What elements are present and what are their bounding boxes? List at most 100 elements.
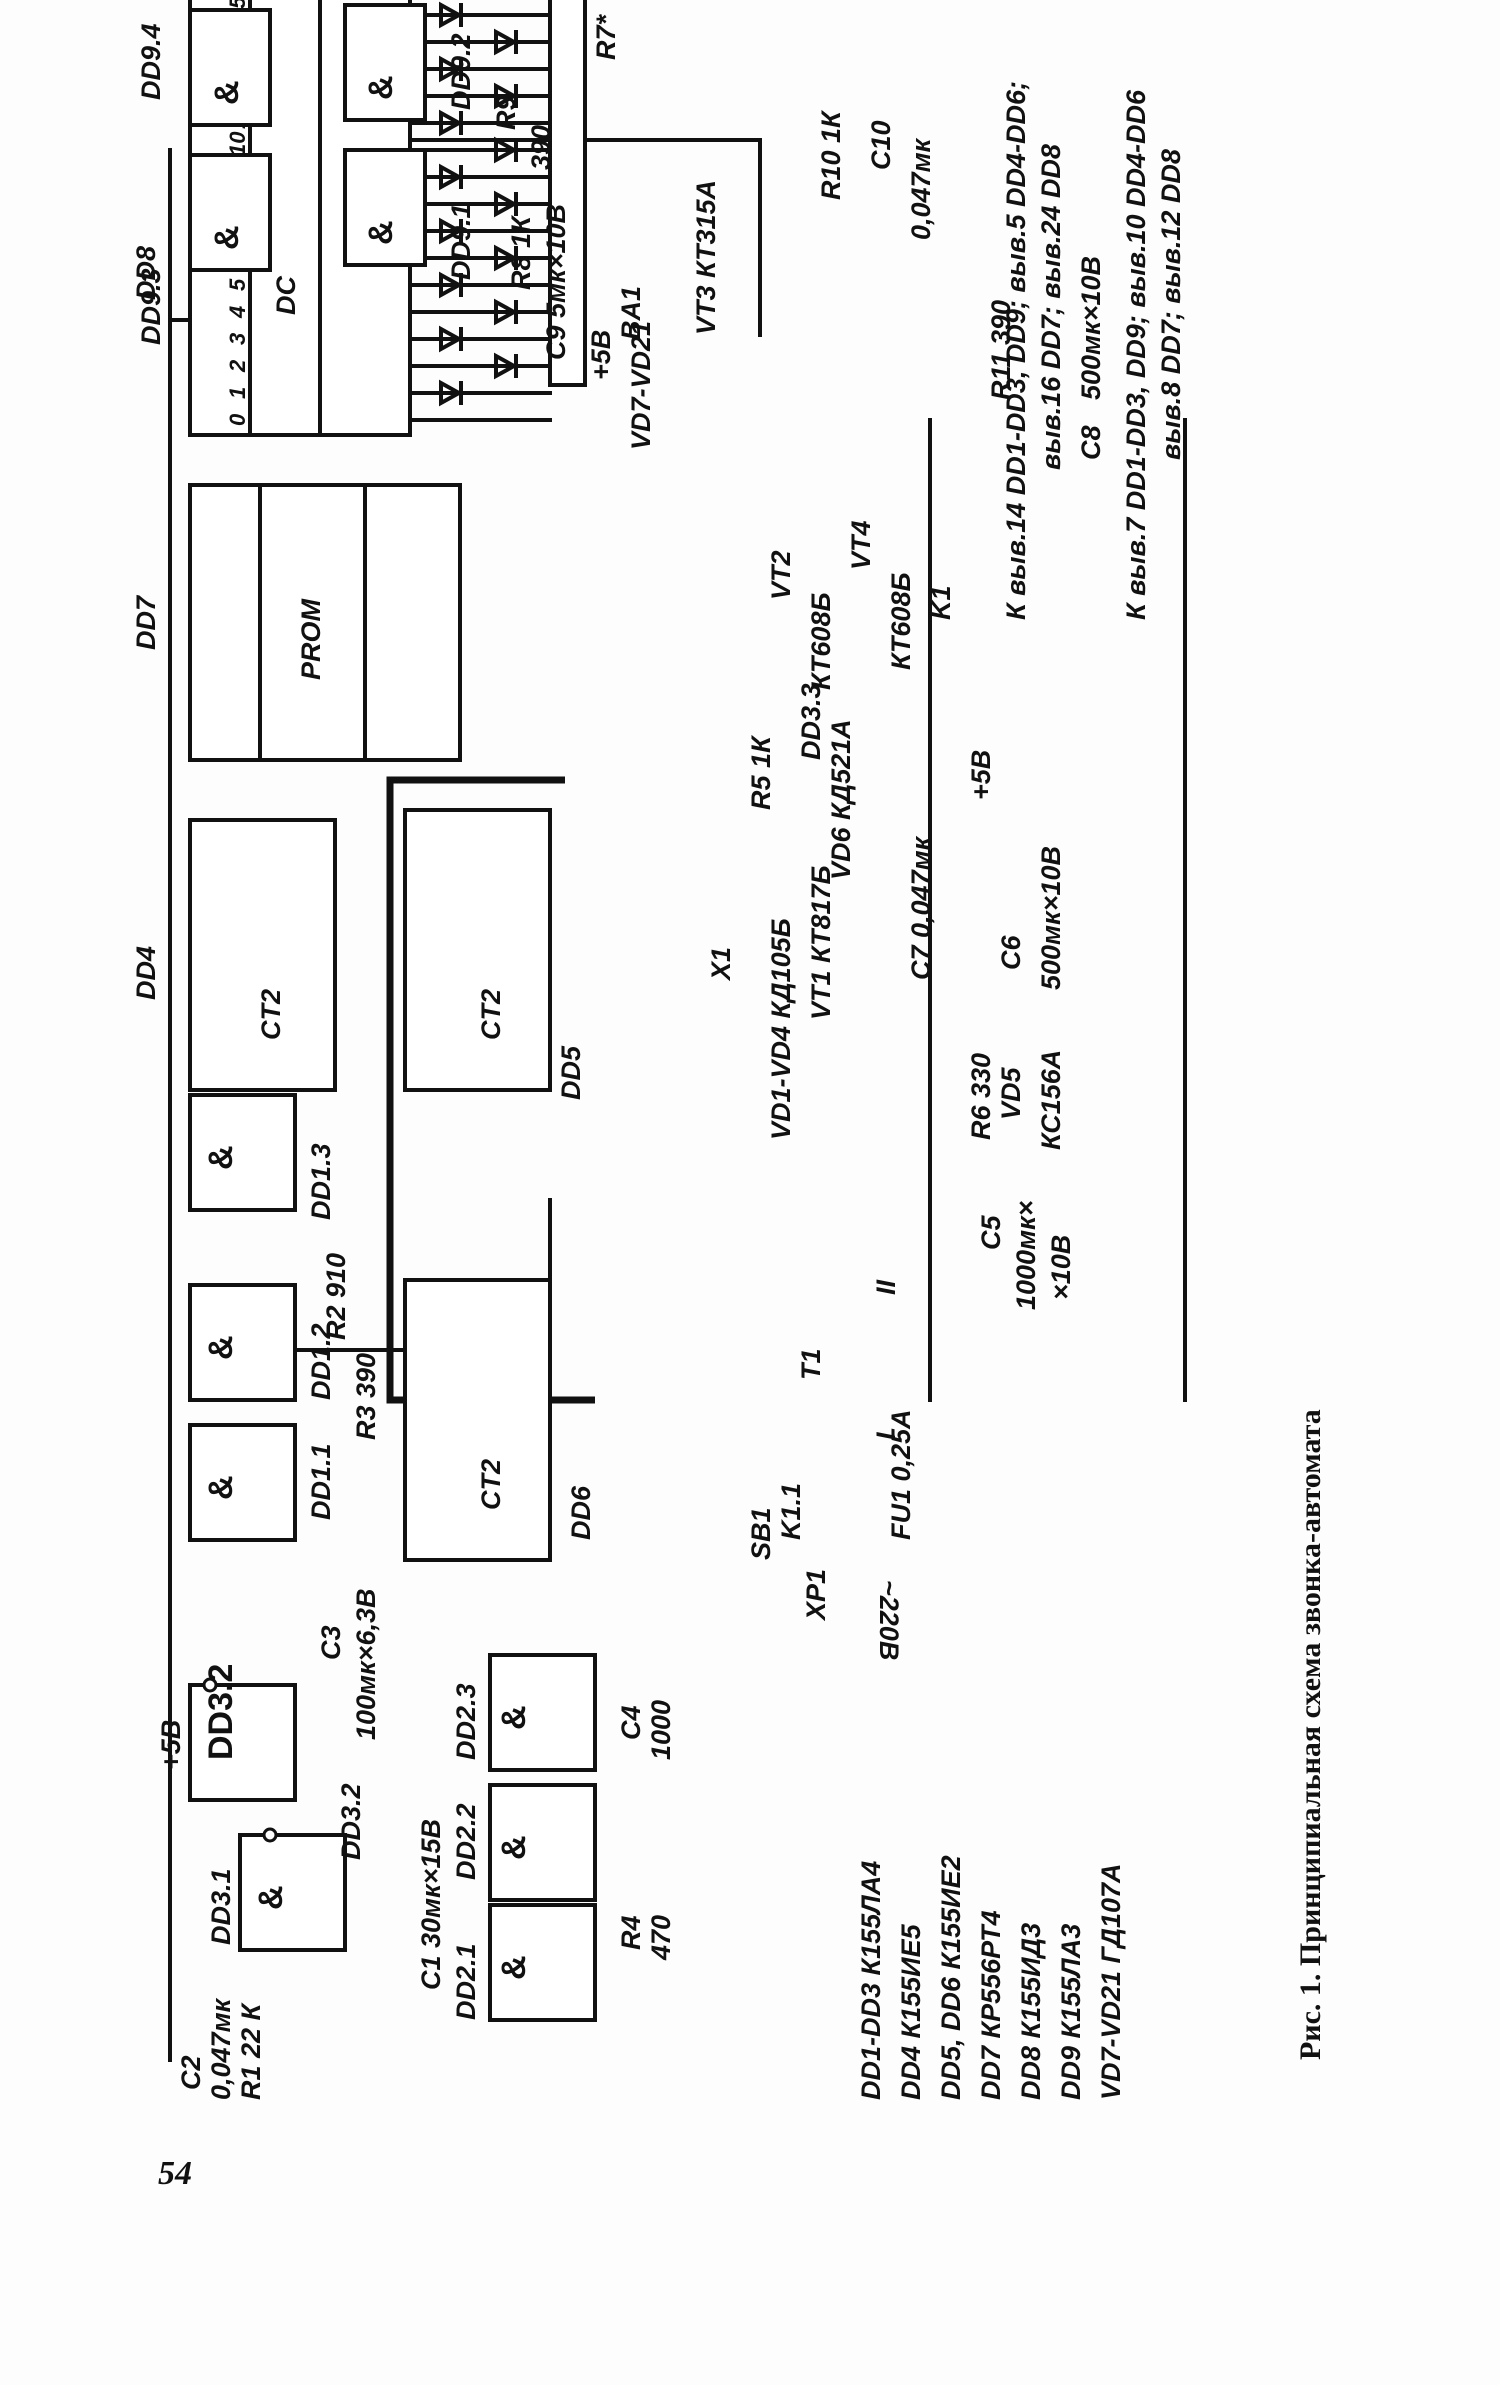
diode-icon [494, 28, 519, 56]
dd4-counter: CT2 DD4 [131, 818, 337, 1092]
c1-label: C1 30мк×15В [416, 1819, 446, 1990]
vt4-label: VT4 [846, 520, 876, 570]
r4-label: R4 [616, 1915, 646, 1950]
parts-list-item: VD7-VD21 ГД107А [1096, 1863, 1126, 2100]
power-note-minus: К выв.7 DD1-DD3, DD9; выв.10 DD4-DD6 [1121, 89, 1151, 620]
r5-label: R5 1К [746, 734, 776, 810]
r9-label: R9 [491, 95, 521, 130]
dd9-4-label: DD9.4 [136, 23, 166, 100]
svg-text:&: & [208, 225, 246, 250]
svg-text:DD5: DD5 [556, 1045, 586, 1100]
c5-value-2: ×10В [1046, 1235, 1076, 1300]
vt3-label: VT3 КТ315А [691, 180, 721, 335]
ba1-label: BA1 [616, 286, 646, 340]
diode-icon [439, 55, 464, 83]
svg-text:DD1.1: DD1.1 [306, 1443, 336, 1520]
c7-label: C7 0,047мк [906, 835, 936, 980]
vd5-label: VD5 [996, 1066, 1026, 1120]
c2-value: 0,047мк [206, 1997, 236, 2100]
svg-text:DD3.1: DD3.1 [206, 1868, 236, 1945]
c3-label: C3 [316, 1625, 346, 1660]
fu1-label: FU1 0,25А [886, 1409, 916, 1540]
diode-icon [439, 109, 464, 137]
svg-text:CT2: CT2 [256, 989, 286, 1040]
decoder-output-label: 5 [225, 278, 250, 291]
decoder-output-label: 2 [225, 359, 250, 373]
xp1-label: XP1 [801, 1569, 831, 1622]
svg-text:DD2.1: DD2.1 [451, 1943, 481, 2020]
r11-label: R11 390 [986, 300, 1016, 400]
vt2-label: VT2 [766, 550, 796, 600]
diode-icon [439, 325, 464, 353]
mains-label: ~220В [874, 1580, 904, 1660]
decoder-output-label: 10 [225, 131, 250, 156]
dd9-2-label: DD9.2 [446, 33, 476, 110]
dd7-prom: PROM DD7 [131, 483, 462, 762]
diode-icon [439, 217, 464, 245]
svg-text:DD6: DD6 [566, 1485, 596, 1540]
svg-text:&: & [495, 1705, 533, 1730]
parts-list-item: DD7 КР556РТ4 [976, 1910, 1006, 2100]
diode-icon [494, 82, 519, 110]
c10-label: C10 [866, 120, 896, 170]
svg-text:&: & [202, 1335, 240, 1360]
page-number: 54 [158, 2155, 192, 2192]
c6-label: C6 [996, 935, 1026, 970]
svg-text:CT2: CT2 [476, 1459, 506, 1510]
plus5-label-c: +5В [156, 1720, 186, 1770]
diode-icon [439, 379, 464, 407]
svg-text:DC: DC [271, 276, 301, 315]
diode-icon [439, 163, 464, 191]
power-note-minus-2: выв.8 DD7; выв.12 DD8 [1156, 149, 1186, 460]
parts-list-item: DD4 К155ИЕ5 [896, 1923, 926, 2100]
r10-label: R10 1К [816, 109, 846, 200]
x1-label: X1 [706, 947, 736, 982]
svg-text:DD2.2: DD2.2 [451, 1803, 481, 1880]
r8-label: R8 1К [506, 214, 536, 290]
c8-value: 500мк×10В [1076, 256, 1106, 400]
dd3-1-gate: & DD3.1 [206, 1827, 347, 1952]
vd5-type: КС156А [1036, 1050, 1066, 1150]
plus5-label-a: +5В [586, 330, 616, 380]
decoder-output-label: 4 [225, 306, 250, 319]
power-note-plus-2: выв.16 DD7; выв.24 DD8 [1036, 144, 1066, 470]
svg-text:&: & [362, 220, 400, 245]
vt2-type: КТ608Б [806, 592, 836, 690]
plus5-label-b: +5В [966, 750, 996, 800]
c3-value: 100мк×6,3В [351, 1588, 381, 1740]
c10-value: 0,047мк [906, 137, 936, 240]
c5-value: 1000мк× [1011, 1200, 1041, 1310]
dd3-2-gate: DD3.2 [188, 1664, 297, 1802]
diode-icon [494, 190, 519, 218]
parts-list-item: DD8 К155ИД3 [1016, 1923, 1046, 2100]
vd1-vd4-label: VD1-VD4 КД105Б [766, 918, 796, 1140]
sb1-label: SB1 [746, 1507, 776, 1560]
k1-label: K1 [926, 585, 956, 620]
vt1-label: VT1 КТ817Б [806, 865, 836, 1020]
c5-label: C5 [976, 1215, 1006, 1250]
dd9-gates: & & & & [188, 3, 427, 272]
svg-text:&: & [208, 80, 246, 105]
k1-1-label: K1.1 [776, 1483, 806, 1540]
dd9-3-label: DD9.3 [136, 268, 166, 345]
diode-icon [494, 298, 519, 326]
svg-text:&: & [252, 1885, 290, 1910]
svg-text:&: & [202, 1145, 240, 1170]
diode-icon [494, 136, 519, 164]
c9-label: C9 5мк×10В [541, 204, 571, 360]
c4-value: 1000 [646, 1700, 676, 1760]
dd5-counter: CT2 DD5 [403, 808, 586, 1100]
svg-text:DD4: DD4 [131, 946, 161, 1000]
t1-w2-label: II [871, 1279, 901, 1295]
diode-icon [494, 352, 519, 380]
parts-list-item: DD9 К155ЛА3 [1056, 1924, 1086, 2100]
diode-icon [439, 1, 464, 29]
decoder-output-label: 3 [225, 333, 250, 345]
t1-w1-label: I [871, 1432, 901, 1440]
svg-text:&: & [495, 1835, 533, 1860]
svg-text:DD2.3: DD2.3 [451, 1683, 481, 1760]
svg-text:CT2: CT2 [476, 989, 506, 1040]
